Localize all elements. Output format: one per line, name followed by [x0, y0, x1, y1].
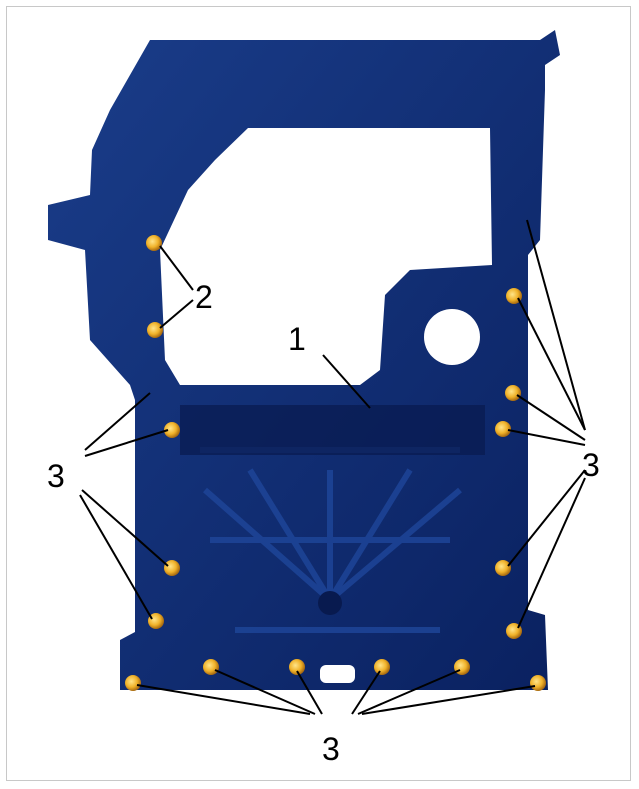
bolt-2-lower: [147, 322, 163, 338]
round-hole: [424, 309, 480, 365]
bolt-3-l3: [148, 613, 164, 629]
callout-3-right: 3: [582, 447, 600, 483]
drain-boss: [318, 591, 342, 615]
lower-slot: [320, 665, 355, 683]
bolt-3-l2: [164, 560, 180, 576]
bolt-3-b2: [203, 659, 219, 675]
bolt-3-r4: [495, 560, 511, 576]
bolts: [125, 235, 546, 691]
bolt-3-b1: [125, 675, 141, 691]
bolt-3-b6: [530, 675, 546, 691]
bolt-3-r3: [495, 421, 511, 437]
callout-2: 2: [195, 279, 213, 315]
callout-3-left: 3: [47, 458, 65, 494]
housing-body: [48, 30, 560, 690]
bolt-3-b4: [374, 659, 390, 675]
bolt-3-l1: [164, 422, 180, 438]
callout-1: 1: [288, 321, 306, 357]
sump-recess: [180, 405, 485, 455]
bolt-3-r2: [505, 385, 521, 401]
leader-lines: [79, 219, 586, 715]
figure-frame: [6, 6, 631, 781]
bolt-3-b3: [289, 659, 305, 675]
ribbing: [200, 447, 462, 633]
bolt-2-upper: [146, 235, 162, 251]
callout-3-bottom: 3: [322, 731, 340, 767]
